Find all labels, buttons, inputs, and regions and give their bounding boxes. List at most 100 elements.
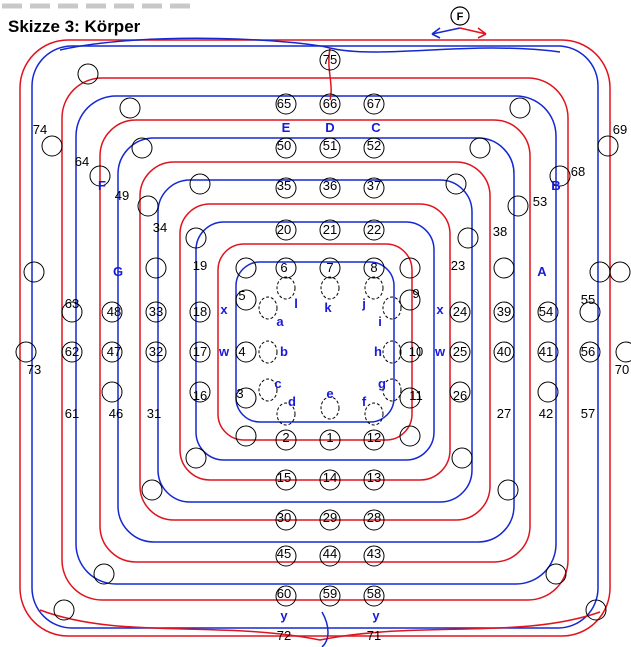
cord-loop-3	[61, 77, 569, 601]
crossing-number: 13	[367, 470, 381, 485]
crossing-number: 18	[193, 304, 207, 319]
crossing-number: 54	[539, 304, 553, 319]
crossing-ring	[319, 137, 341, 159]
dashed-ring	[382, 340, 402, 364]
crossing-ring	[23, 261, 45, 283]
crossing-letter: w	[218, 344, 230, 359]
start-marker-label: F	[457, 11, 464, 23]
crossing-number: 71	[367, 628, 381, 643]
dashed-ring	[382, 378, 402, 402]
crossing-ring	[53, 599, 75, 621]
crossing-number: 72	[277, 628, 291, 643]
crossing-number: 52	[367, 138, 381, 153]
crossing-letter: E	[282, 120, 291, 135]
crossing-number: 19	[193, 258, 207, 273]
crossing-number: 10	[409, 344, 423, 359]
dashed-ring	[276, 402, 296, 426]
crossing-number: 30	[277, 510, 291, 525]
crossing-letter: e	[326, 386, 333, 401]
crossing-letter: w	[434, 344, 446, 359]
crossing-ring	[319, 429, 341, 451]
crossing-number: 74	[33, 122, 47, 137]
crossing-number: 57	[581, 406, 595, 421]
crossing-number: 60	[277, 586, 291, 601]
crossing-number: 49	[115, 188, 129, 203]
crossing-ring	[545, 563, 567, 585]
crossing-letter: k	[324, 300, 332, 315]
crossing-ring	[319, 49, 341, 71]
crossing-ring	[319, 257, 341, 279]
crossing-ring	[235, 387, 257, 409]
crossing-ring	[235, 425, 257, 447]
crossing-number: 17	[193, 344, 207, 359]
crossing-number: 8	[370, 260, 377, 275]
crossing-letter: A	[537, 264, 547, 279]
crossing-ring	[189, 173, 211, 195]
crossing-ring	[275, 469, 297, 491]
crossing-ring	[41, 135, 63, 157]
crossing-letter: c	[274, 376, 281, 391]
crossing-ring	[275, 137, 297, 159]
crossing-ring	[363, 177, 385, 199]
crossing-ring	[145, 341, 167, 363]
crossing-number: 59	[323, 586, 337, 601]
crossing-number: 6	[280, 260, 287, 275]
crossing-letter: h	[374, 344, 382, 359]
cord-loop-5	[99, 119, 531, 563]
crossing-ring	[579, 341, 601, 363]
crossing-number: 28	[367, 510, 381, 525]
crossing-number: 27	[497, 406, 511, 421]
crossing-number: 50	[277, 138, 291, 153]
crossing-number: 37	[367, 178, 381, 193]
crossing-number: 7	[326, 260, 333, 275]
crossing-number: 40	[497, 344, 511, 359]
crossing-ring	[275, 93, 297, 115]
crossing-number: 64	[75, 154, 89, 169]
crossing-ring	[275, 509, 297, 531]
crossing-number: 31	[147, 406, 161, 421]
crossing-number: 1	[326, 430, 333, 445]
crossing-ring	[399, 341, 421, 363]
crossing-ring	[275, 177, 297, 199]
crossing-number: 26	[453, 388, 467, 403]
dashed-ring	[364, 276, 384, 300]
crossing-number: 3	[236, 386, 243, 401]
crossing-ring	[449, 341, 471, 363]
crossing-ring	[319, 545, 341, 567]
crossing-letter: G	[113, 264, 123, 279]
crossing-number: 20	[277, 222, 291, 237]
crossing-number: 34	[153, 220, 167, 235]
crossing-ring	[363, 585, 385, 607]
crossing-number: 4	[238, 344, 245, 359]
crossing-ring	[275, 219, 297, 241]
crossing-ring	[61, 341, 83, 363]
dashed-ring	[364, 402, 384, 426]
crossing-number: 75	[323, 52, 337, 67]
crossing-ring	[319, 509, 341, 531]
crossing-ring	[493, 257, 515, 279]
crossing-ring	[319, 469, 341, 491]
crossing-number: 42	[539, 406, 553, 421]
crossing-rings	[15, 49, 631, 621]
crossing-ring	[137, 195, 159, 217]
crossing-letter: b	[280, 344, 288, 359]
crossing-letter: x	[436, 302, 444, 317]
crossing-ring	[319, 93, 341, 115]
crossing-ring	[189, 341, 211, 363]
crossing-ring	[101, 341, 123, 363]
crossing-ring	[93, 563, 115, 585]
crossing-number: 5	[238, 288, 245, 303]
dashed-ring	[320, 276, 340, 300]
crossing-number: 61	[65, 406, 79, 421]
crossing-number: 67	[367, 96, 381, 111]
crossing-number: 70	[615, 362, 629, 377]
crossing-ring	[399, 289, 421, 311]
crossing-letter: y	[280, 608, 288, 623]
crossing-ring	[185, 447, 207, 469]
cord-loop-9	[179, 203, 451, 481]
crossing-number: 65	[277, 96, 291, 111]
crossing-number: 24	[453, 304, 467, 319]
crossing-ring	[597, 135, 619, 157]
cord-loop-12	[235, 261, 395, 423]
crossing-number: 69	[613, 122, 627, 137]
